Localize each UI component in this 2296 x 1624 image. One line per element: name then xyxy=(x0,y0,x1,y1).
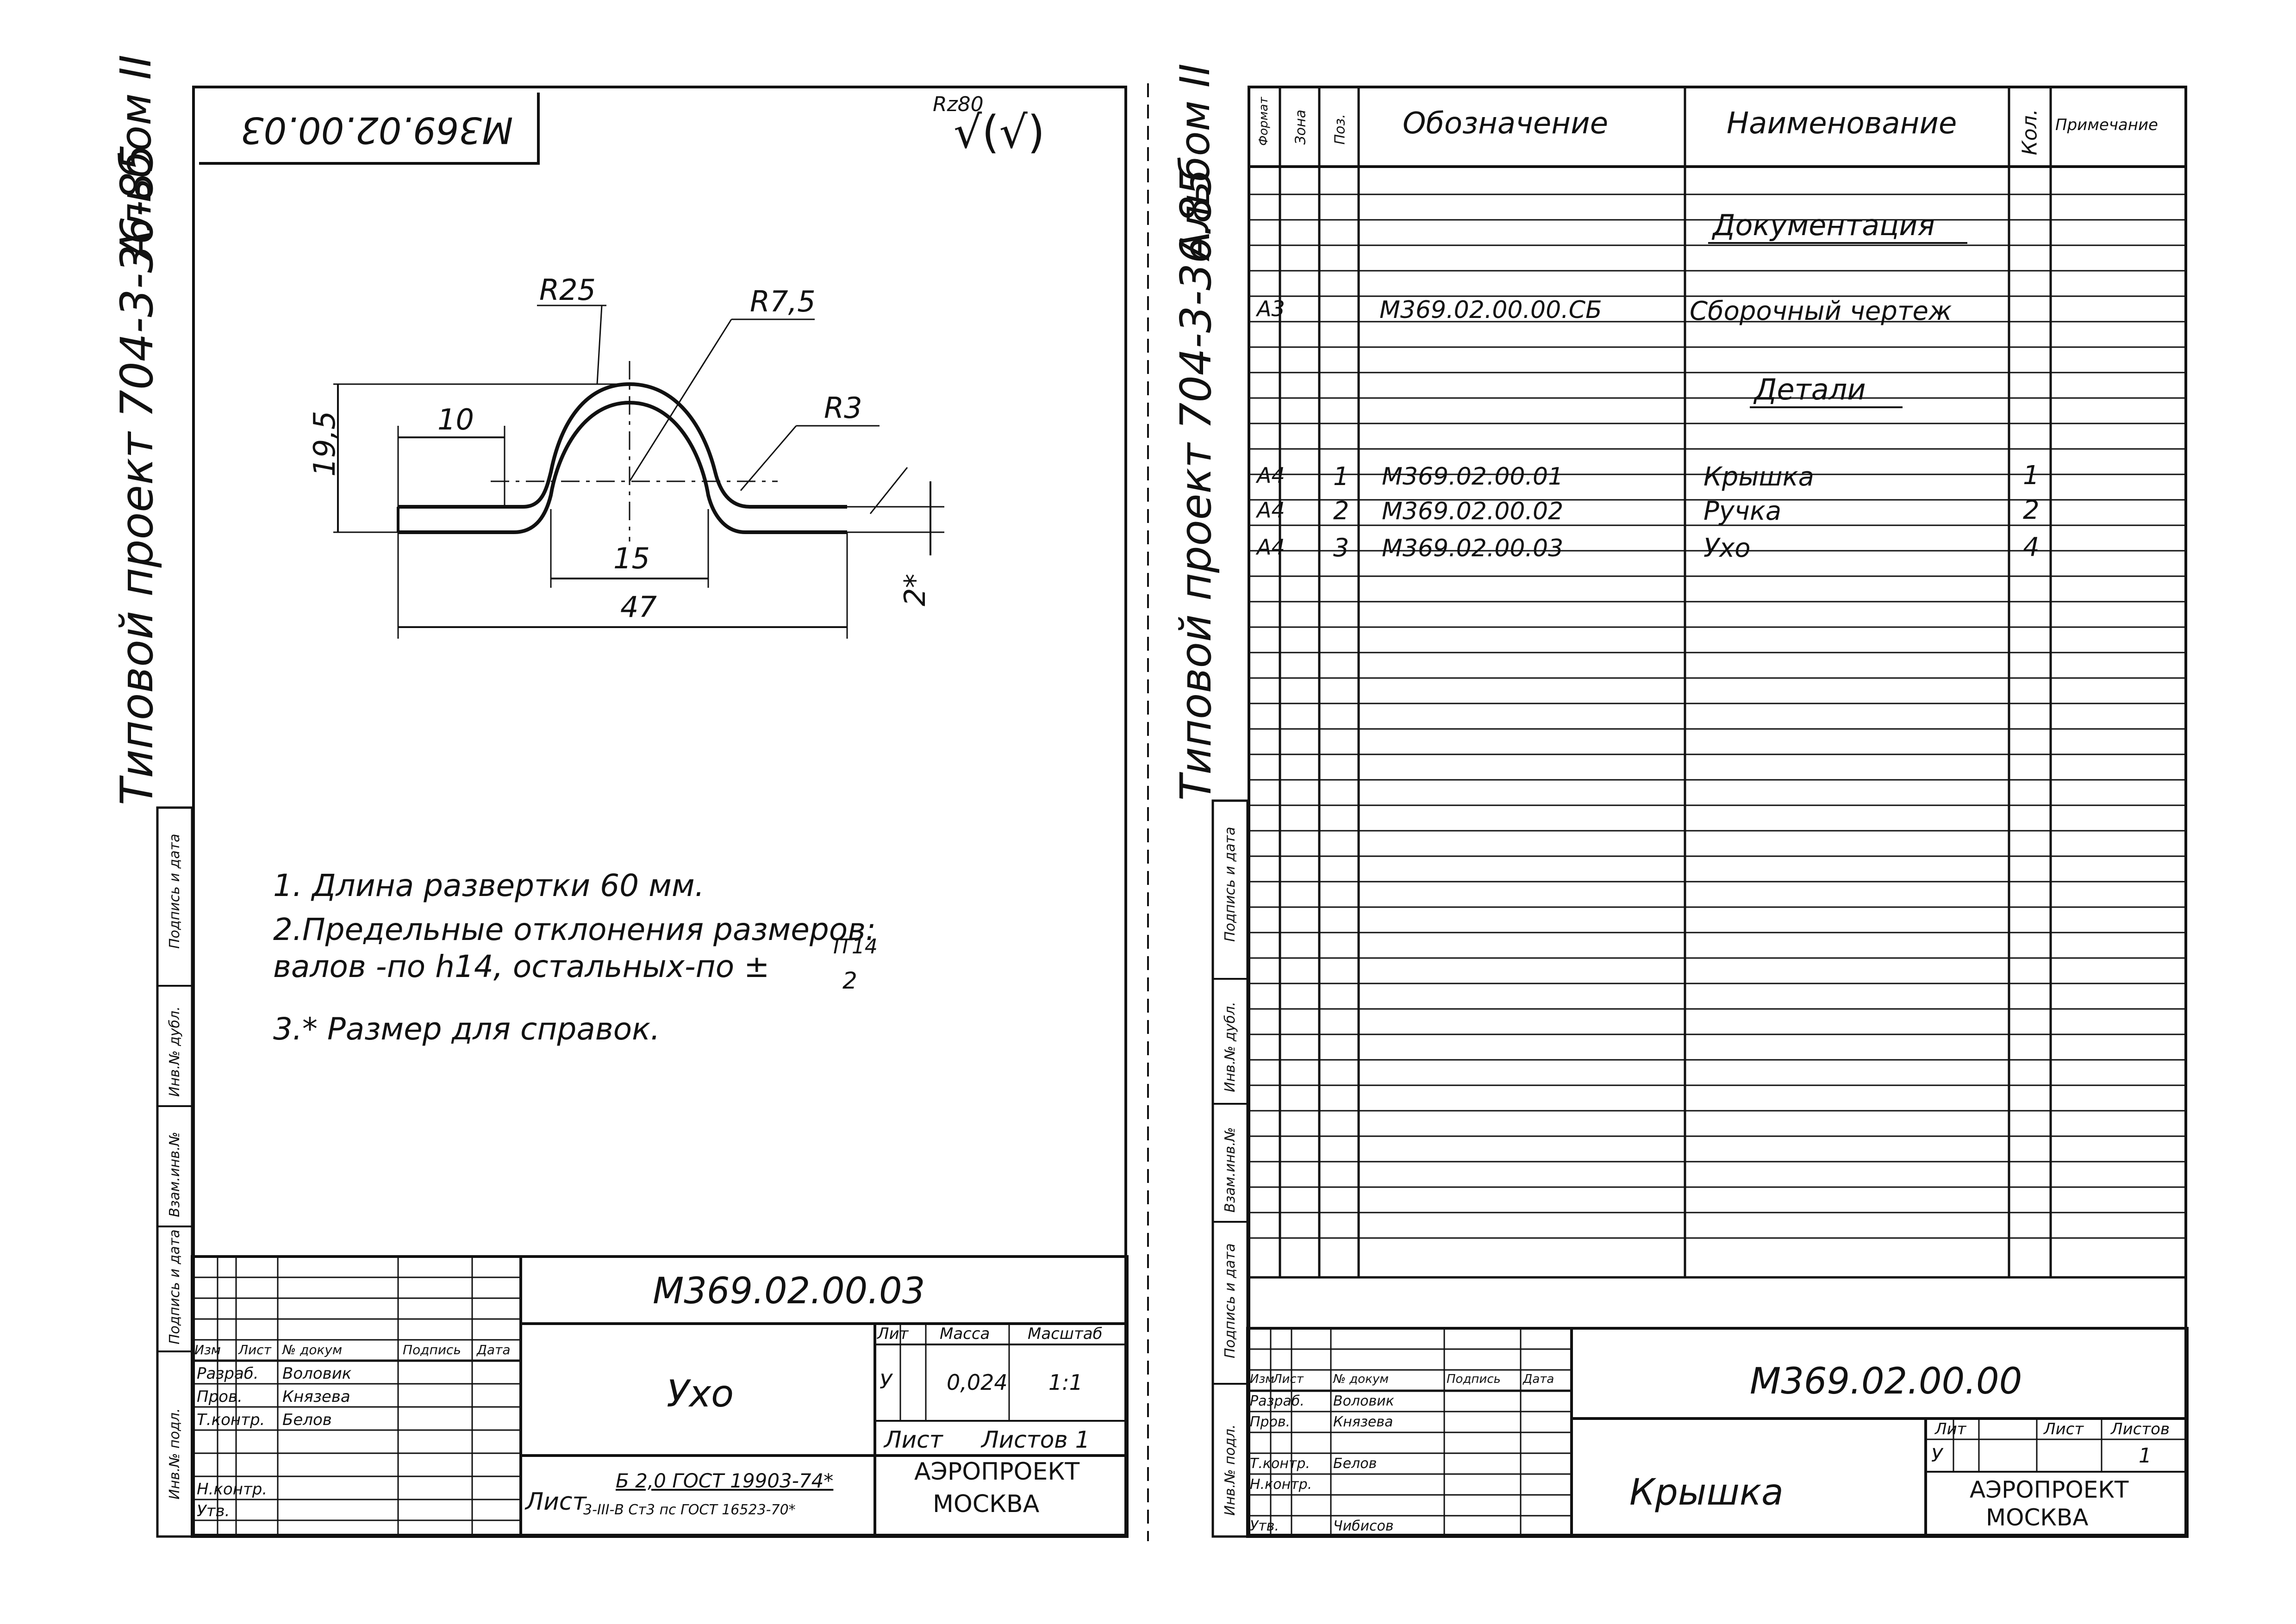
right-tb-col-doc: № докум xyxy=(1333,1372,1389,1386)
note-3: 3.* Размер для справок. xyxy=(273,1011,660,1047)
left-tb-role-tcontrol: Т.контр. xyxy=(197,1411,265,1429)
right-tb-label-sheet: Лист xyxy=(2044,1420,2084,1438)
spec-row-name: Сборочный чертеж xyxy=(1690,296,1952,326)
note-fraction-den: 2 xyxy=(842,967,857,994)
spec-row-pos: 1 xyxy=(1333,462,1349,491)
note-2-cont: валов -по h14, остальных-по ± xyxy=(273,949,770,984)
left-tb-material-label: Лист xyxy=(525,1488,586,1516)
dim-radius-mid: R7,5 xyxy=(750,285,816,318)
note-fraction-num: IT14 xyxy=(833,935,878,958)
right-tb-name-approve: Чибисов xyxy=(1333,1518,1394,1534)
spec-row-qty: 2 xyxy=(2023,495,2040,525)
spec-row-designation: M369.02.00.01 xyxy=(1382,463,1564,491)
right-tb-name-tcontrol: Белов xyxy=(1333,1456,1377,1472)
roughness-value: Rz80 xyxy=(933,93,984,116)
spec-row-format: А4 xyxy=(1257,535,1285,560)
left-tb-col-date: Дата xyxy=(477,1342,511,1357)
right-tb-col-date: Дата xyxy=(1523,1372,1554,1386)
spec-row-pos: 3 xyxy=(1333,533,1349,562)
spec-row-qty: 1 xyxy=(2023,460,2040,491)
left-tb-material-2: 3-III-В Ст3 пс ГОСТ 16523-70* xyxy=(583,1502,796,1518)
left-tb-scale: 1:1 xyxy=(1048,1370,1083,1395)
left-tb-label-lit: Лит xyxy=(877,1325,909,1343)
right-tb-name-dev: Воловик xyxy=(1333,1393,1394,1409)
right-tb-label-lit: Лит xyxy=(1935,1420,1966,1438)
left-tb-col-doc: № докум xyxy=(282,1342,343,1357)
right-tb-role-check: Пров. xyxy=(1250,1414,1291,1430)
left-tb-name: Ухо xyxy=(667,1372,734,1415)
spec-row-qty: 4 xyxy=(2023,532,2040,562)
left-tb-letter: У xyxy=(880,1370,892,1394)
left-tb-mass: 0,024 xyxy=(947,1370,1008,1395)
dim-radius-small: R3 xyxy=(824,391,862,425)
right-tb-role-approve: Утв. xyxy=(1250,1518,1279,1534)
left-tb-sheets: Листов 1 xyxy=(981,1426,1090,1453)
left-tb-label-scale: Масштаб xyxy=(1028,1325,1103,1343)
spec-row-pos: 2 xyxy=(1333,496,1349,525)
left-tb-code: M369.02.00.03 xyxy=(653,1270,925,1312)
dim-total: 47 xyxy=(620,590,657,624)
left-tb-role-check: Пров. xyxy=(197,1388,243,1406)
spec-row-designation: M369.02.00.02 xyxy=(1382,498,1564,525)
right-tb-name: Крышка xyxy=(1629,1472,1784,1513)
spec-row-name: Крышка xyxy=(1703,462,1814,492)
left-tb-col-sign: Подпись xyxy=(403,1342,461,1357)
dim-flange: 10 xyxy=(437,403,474,436)
left-tb-org-2: МОСКВА xyxy=(933,1490,1040,1518)
right-tb-role-dev: Разраб. xyxy=(1250,1393,1304,1409)
spec-header-designation: Обозначение xyxy=(1403,106,1609,141)
left-tb-org-1: АЭРОПРОЕКТ xyxy=(914,1458,1080,1486)
spec-row-format: А4 xyxy=(1257,463,1285,488)
left-tb-col-izm: Изм xyxy=(194,1342,221,1357)
mirrored-code-box xyxy=(199,93,540,165)
right-tb-col-sheet: Лист xyxy=(1273,1372,1304,1386)
roughness-sign: √(√) xyxy=(954,106,1045,158)
spec-section-docs: Документация xyxy=(1713,208,1935,242)
spec-row-designation: M369.02.00.00.СБ xyxy=(1379,296,1602,324)
dim-radius-outer: R25 xyxy=(539,273,596,307)
right-tb-role-ncontrol: Н.контр. xyxy=(1250,1476,1312,1493)
left-tb-name-tcontrol: Белов xyxy=(282,1411,332,1429)
dim-inner-width: 15 xyxy=(613,541,650,575)
right-tb-letter: У xyxy=(1931,1445,1943,1466)
note-1: 1. Длина развертки 60 мм. xyxy=(273,868,705,903)
left-tb-role-dev: Разраб. xyxy=(197,1364,259,1383)
spec-row-designation: M369.02.00.03 xyxy=(1382,535,1564,562)
left-tb-name-check: Князева xyxy=(282,1388,350,1406)
spec-row-name: Ухо xyxy=(1703,533,1751,563)
right-tb-sheets-value: 1 xyxy=(2139,1444,2152,1468)
spec-row-format: А3 xyxy=(1257,296,1285,321)
right-tb-role-tcontrol: Т.контр. xyxy=(1250,1456,1310,1472)
right-tb-org-2: МОСКВА xyxy=(1986,1504,2089,1531)
left-tb-role-ncontrol: Н.контр. xyxy=(197,1480,268,1499)
note-2: 2.Предельные отклонения размеров: xyxy=(273,912,876,947)
right-tb-label-sheets: Листов xyxy=(2111,1420,2170,1438)
right-tb-col-izm: Изм xyxy=(1250,1372,1274,1386)
spec-header-note: Примечание xyxy=(2055,116,2158,134)
spec-header-name: Наименование xyxy=(1727,106,1957,141)
left-tb-role-approve: Утв. xyxy=(197,1502,230,1520)
right-tb-name-check: Князева xyxy=(1333,1414,1393,1430)
right-tb-code: M369.02.00.00 xyxy=(1750,1361,2022,1402)
spec-row-format: А4 xyxy=(1257,498,1285,523)
left-tb-sheet: Лист xyxy=(884,1426,943,1453)
spec-row-name: Ручка xyxy=(1703,496,1782,526)
ear-profile-outer xyxy=(398,382,847,509)
left-tb-material-1: Б 2,0 ГОСТ 19903-74* xyxy=(616,1469,834,1492)
left-tb-label-mass: Масса xyxy=(940,1325,990,1343)
right-tb-org-1: АЭРОПРОЕКТ xyxy=(1970,1476,2129,1503)
spec-section-parts: Детали xyxy=(1754,373,1866,406)
left-tb-col-sheet: Лист xyxy=(238,1342,271,1357)
right-tb-col-sign: Подпись xyxy=(1447,1372,1501,1386)
left-tb-name-dev: Воловик xyxy=(282,1364,352,1383)
